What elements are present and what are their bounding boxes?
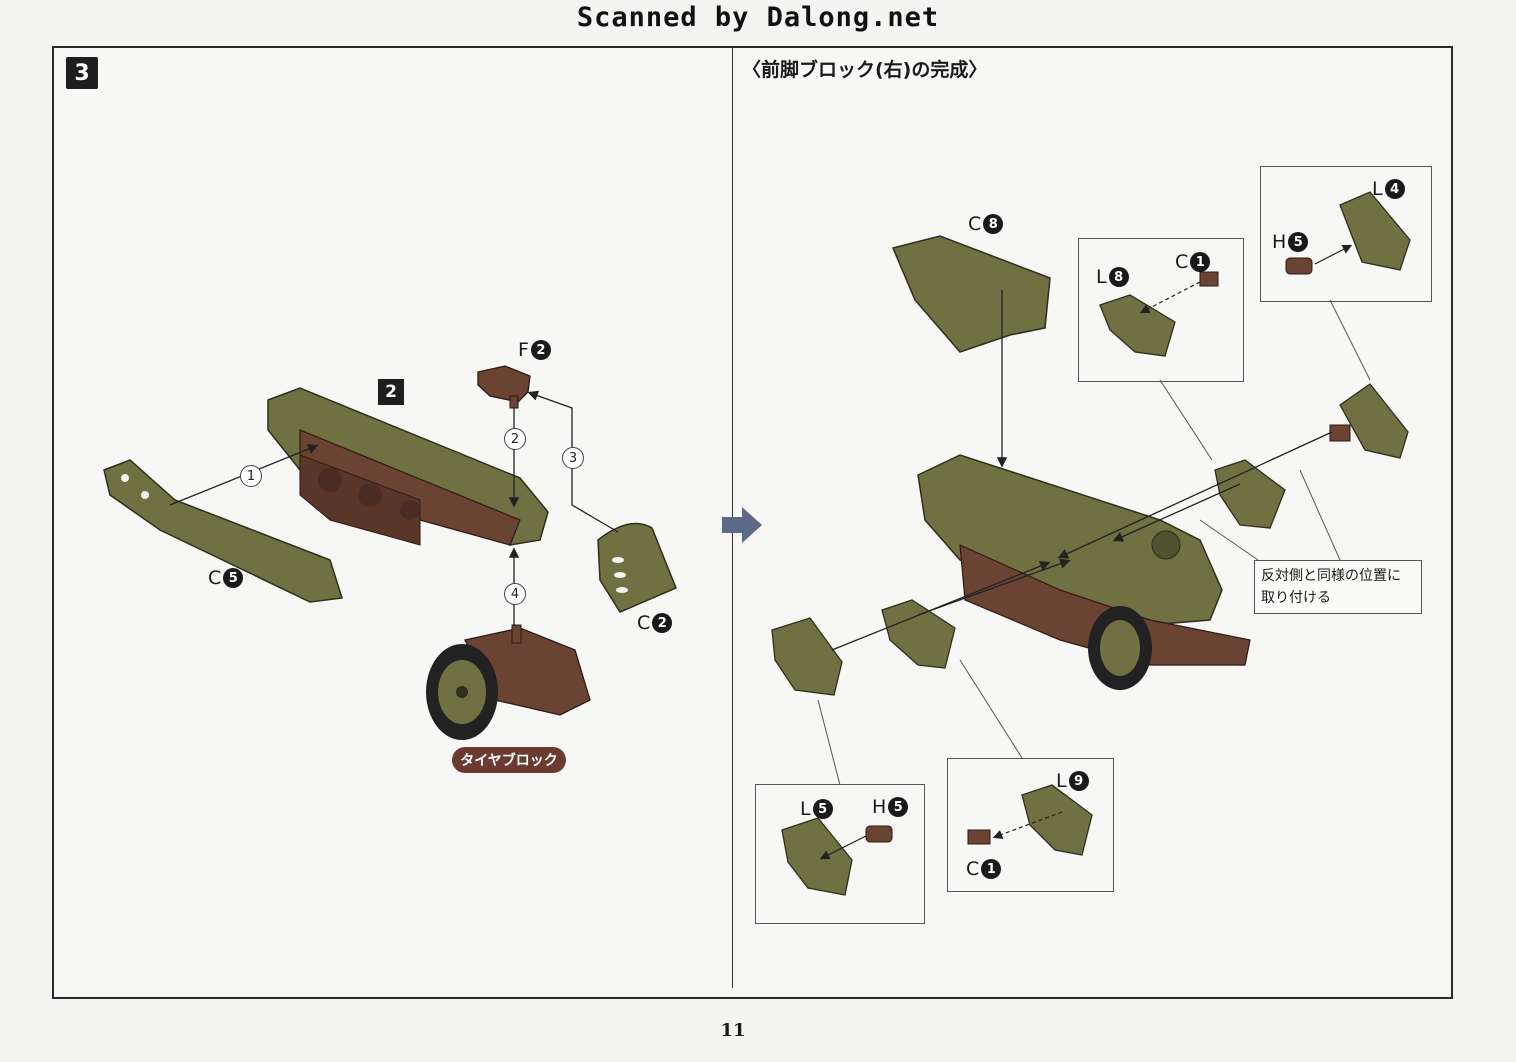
callout-box-b bbox=[1260, 166, 1432, 302]
next-arrow-icon bbox=[722, 507, 762, 543]
order-mark-3: 3 bbox=[562, 447, 584, 469]
side-plate-part bbox=[103, 459, 343, 603]
tire-block-part bbox=[426, 624, 591, 740]
order-mark-4: 4 bbox=[504, 583, 526, 605]
small-bracket-part bbox=[1214, 459, 1286, 529]
callout-box-c bbox=[755, 784, 925, 924]
page-number: 11 bbox=[720, 1020, 746, 1041]
hex-plate-part-left bbox=[771, 617, 843, 696]
cap-part bbox=[477, 365, 531, 409]
callout-box-d bbox=[947, 758, 1114, 892]
instruction-note: 反対側と同様の位置に 取り付ける bbox=[1254, 560, 1422, 614]
section-title: 〈前脚ブロック(右)の完成〉 bbox=[742, 59, 988, 81]
top-shield-part bbox=[891, 235, 1051, 353]
order-mark-1: 1 bbox=[240, 465, 262, 487]
hex-plate-part-right bbox=[1329, 383, 1409, 459]
callout-box-a bbox=[1078, 238, 1244, 382]
wedge-block-part bbox=[881, 599, 956, 669]
sub-step-number: 2 bbox=[378, 379, 404, 405]
curved-cover-part bbox=[597, 522, 677, 613]
tire-block-badge: タイヤブロック bbox=[452, 747, 566, 773]
note-line-1: 反対側と同様の位置に bbox=[1261, 568, 1401, 584]
step-number: 3 bbox=[66, 57, 98, 89]
leg-frame-part bbox=[267, 387, 549, 546]
assembled-leg bbox=[917, 454, 1251, 690]
note-line-2: 取り付ける bbox=[1261, 590, 1331, 606]
watermark: Scanned by Dalong.net bbox=[576, 2, 940, 33]
order-mark-2: 2 bbox=[504, 428, 526, 450]
